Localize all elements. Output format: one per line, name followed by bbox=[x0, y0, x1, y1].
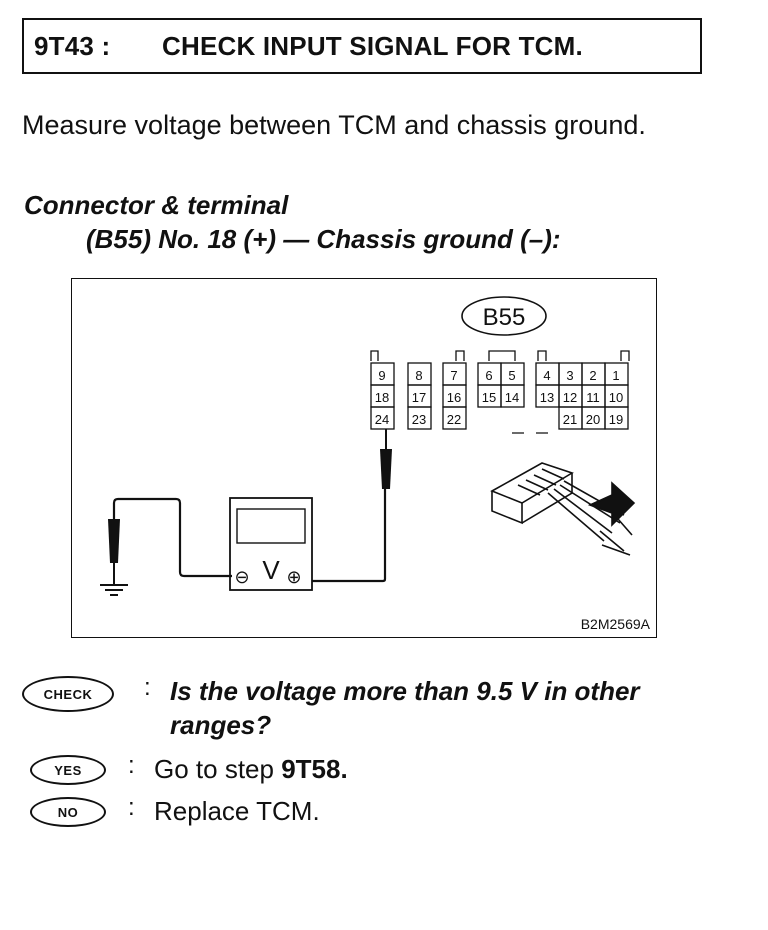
yes-action: Go to step 9T58. bbox=[154, 752, 348, 786]
terminal-label: 6 bbox=[485, 368, 492, 383]
no-badge: NO bbox=[30, 797, 106, 827]
figure-code: B2M2569A bbox=[581, 616, 651, 632]
terminal-label: 11 bbox=[586, 390, 600, 405]
diagram-svg: B55 bbox=[100, 296, 651, 632]
terminal-label: 19 bbox=[609, 412, 623, 427]
meter-minus-terminal: ⊖ bbox=[234, 567, 249, 587]
terminal-grid bbox=[370, 362, 629, 430]
connector-terminal-value: (B55) No. 18 (+) — Chassis ground (–): bbox=[86, 224, 561, 254]
intro-paragraph: Measure voltage between TCM and chassis … bbox=[22, 110, 646, 140]
terminal-label: 13 bbox=[540, 390, 554, 405]
check-colon: : bbox=[144, 674, 151, 701]
terminal-label: 17 bbox=[412, 390, 426, 405]
terminal-label: 3 bbox=[566, 368, 573, 383]
terminal-label: 10 bbox=[609, 390, 623, 405]
connector-terminal-label: Connector & terminal bbox=[24, 190, 289, 220]
terminal-label: 24 bbox=[375, 412, 389, 427]
terminal-label: 5 bbox=[508, 368, 515, 383]
voltmeter-label: V bbox=[262, 555, 280, 585]
terminal-label: 1 bbox=[612, 368, 619, 383]
wiring-diagram: B55 bbox=[71, 278, 657, 638]
positive-probe bbox=[380, 449, 392, 489]
no-colon: : bbox=[128, 794, 135, 821]
connector-name: B55 bbox=[483, 304, 526, 331]
terminal-label: 23 bbox=[412, 412, 426, 427]
yes-row: YES : Go to step 9T58. bbox=[22, 752, 348, 786]
terminal-label: 20 bbox=[586, 412, 600, 427]
connector-tabs bbox=[370, 350, 630, 361]
yes-action-prefix: Go to step bbox=[154, 754, 282, 784]
no-row: NO : Replace TCM. bbox=[22, 794, 320, 828]
terminal-label: 14 bbox=[505, 390, 519, 405]
step-code: 9T43 : bbox=[34, 30, 111, 61]
check-badge: CHECK bbox=[22, 676, 114, 712]
terminal-label: 22 bbox=[447, 412, 461, 427]
terminal-label: 21 bbox=[563, 412, 577, 427]
no-action: Replace TCM. bbox=[154, 796, 320, 826]
check-row: CHECK : Is the voltage more than 9.5 V i… bbox=[22, 674, 730, 742]
connector-harness-illustration bbox=[490, 462, 636, 556]
yes-step-link[interactable]: 9T58. bbox=[281, 754, 348, 784]
b55-ellipse bbox=[461, 296, 547, 336]
step-title: CHECK INPUT SIGNAL FOR TCM. bbox=[162, 30, 583, 61]
terminal-label: 4 bbox=[543, 368, 550, 383]
positive-lead bbox=[288, 489, 387, 583]
meter-plus-terminal: ⊕ bbox=[286, 567, 301, 587]
terminal-label: 2 bbox=[589, 368, 596, 383]
voltmeter-display bbox=[236, 508, 306, 544]
terminal-label: 16 bbox=[447, 390, 461, 405]
check-question: Is the voltage more than 9.5 V in other … bbox=[170, 676, 640, 740]
negative-probe bbox=[108, 519, 120, 563]
terminal-label: 7 bbox=[450, 368, 457, 383]
step-header: 9T43 : CHECK INPUT SIGNAL FOR TCM. bbox=[22, 18, 702, 74]
terminal-label: 9 bbox=[378, 368, 385, 383]
terminal-label: 18 bbox=[375, 390, 389, 405]
terminal-label: 12 bbox=[563, 390, 577, 405]
negative-lead bbox=[112, 497, 232, 578]
terminal-label: 15 bbox=[482, 390, 496, 405]
terminal-label: 8 bbox=[415, 368, 422, 383]
yes-colon: : bbox=[128, 752, 135, 779]
ground-icon bbox=[100, 584, 128, 596]
yes-badge: YES bbox=[30, 755, 106, 785]
